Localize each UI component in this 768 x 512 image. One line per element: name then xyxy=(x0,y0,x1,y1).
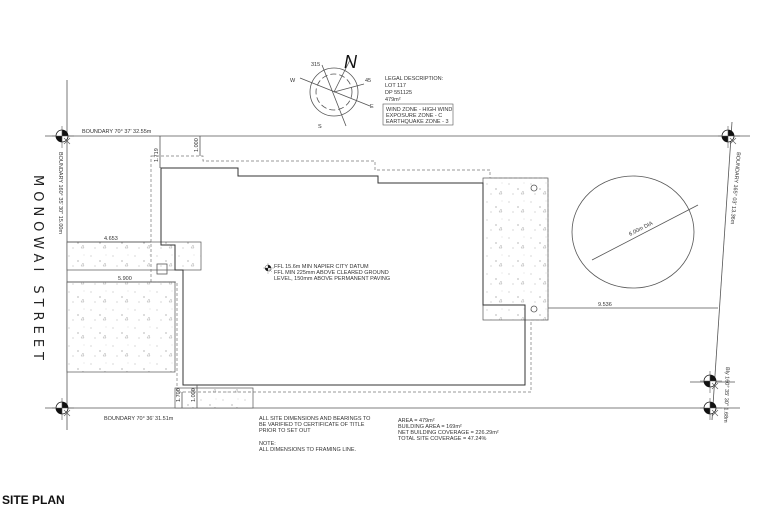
compass-label: 45 xyxy=(365,78,371,84)
building-outline xyxy=(160,167,526,386)
dimension-label: 5.900 xyxy=(118,276,132,282)
drawing-title: SITE PLAN xyxy=(2,493,65,507)
note: ALL DIMENSIONS TO FRAMING LINE. xyxy=(259,447,357,453)
area-summary: AREA = 479m² xyxy=(398,418,435,424)
compass-north: N xyxy=(344,52,358,72)
verify-note: PRIOR TO SET OUT xyxy=(259,428,311,434)
dimension-label: 9.536 xyxy=(598,302,612,308)
level-marker-icon xyxy=(262,262,275,275)
eaves-line xyxy=(150,155,549,393)
dimension-label: 1.719 xyxy=(154,148,160,162)
ffl-note: FFL 15.6m MIN NAPIER CITY DATUM xyxy=(274,264,369,270)
legal-description: LEGAL DESCRIPTION: LOT 117 DP 551125 479… xyxy=(385,76,444,103)
compass-label: E xyxy=(370,104,374,110)
svg-text:LEGAL DESCRIPTION:: LEGAL DESCRIPTION: xyxy=(385,76,444,82)
concrete-path xyxy=(174,387,254,409)
boundary-label-right: BOUNDARY 165° 03' 13.36m xyxy=(729,152,741,225)
circle-area xyxy=(571,175,695,289)
boundary-label-left: BOUNDARY 160° 35' 30" 15.00m xyxy=(57,152,63,234)
dimension-label: 1.000 xyxy=(191,388,197,402)
compass-label: 315 xyxy=(311,62,320,68)
street-name: MONOWAI STREET xyxy=(30,175,45,365)
zone-text: EARTHQUAKE ZONE - 3 xyxy=(386,119,449,125)
concrete-paving xyxy=(66,281,176,373)
svg-text:DP 551125: DP 551125 xyxy=(385,90,412,96)
dimension-label: 1.000 xyxy=(194,138,200,152)
dimension-label: 1.700 xyxy=(176,388,182,402)
ffl-note: LEVEL, 150mm ABOVE PERMANENT PAVING xyxy=(274,276,390,282)
zone-text: WIND ZONE - HIGH WIND xyxy=(386,107,452,113)
ffl-note: FFL MIN 225mm ABOVE CLEARED GROUND xyxy=(274,270,389,276)
deck-area xyxy=(482,177,549,321)
survey-marker-icon xyxy=(717,125,741,149)
north-compass-icon xyxy=(299,59,371,127)
compass-label: W xyxy=(290,78,296,84)
area-summary: NET BUILDING COVERAGE = 226.29m² xyxy=(398,430,499,436)
compass-label: S xyxy=(318,124,322,130)
verify-note: BE VARIFIED TO CERTIFICATE OF TITLE xyxy=(259,422,365,428)
survey-marker-icon xyxy=(699,397,723,421)
area-summary: TOTAL SITE COVERAGE = 47.24% xyxy=(398,436,486,442)
svg-text:479m²: 479m² xyxy=(385,97,401,103)
note: NOTE: xyxy=(259,441,276,447)
survey-marker-icon xyxy=(51,125,75,149)
boundary-label-right-lower: Bly 160° 35' 30" 1.68m xyxy=(722,367,730,423)
survey-marker-icon xyxy=(51,397,75,421)
boundary-label-bottom: BOUNDARY 70° 36' 31.51m xyxy=(104,416,174,422)
svg-text:LOT 117: LOT 117 xyxy=(385,83,406,89)
concrete-driveway xyxy=(66,241,202,271)
circle-dimension-label: 6.00m DIA xyxy=(628,220,654,237)
area-summary: BUILDING AREA = 169m² xyxy=(398,424,462,430)
boundary-label-top: BOUNDARY 70° 37' 32.55m xyxy=(82,129,152,135)
zone-text: EXPOSURE ZONE - C xyxy=(386,113,442,119)
verify-note: ALL SITE DIMENSIONS AND BEARINGS TO xyxy=(259,416,371,422)
zones-box xyxy=(382,103,454,126)
dimension-label: 4.653 xyxy=(104,236,118,242)
